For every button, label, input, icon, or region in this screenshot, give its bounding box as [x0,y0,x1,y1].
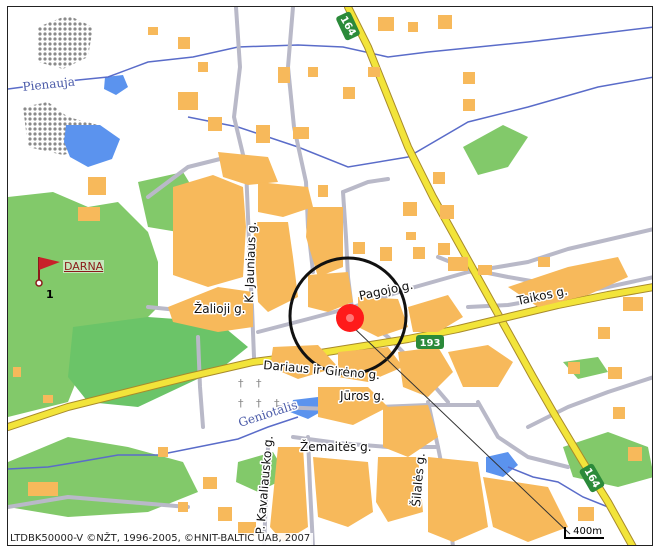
target-location-point[interactable] [336,304,364,332]
search-radius-circle [288,256,571,535]
svg-text:†: † [256,377,262,390]
street-label-juros: Jūros g. [339,389,385,403]
street-label-jauniaus: K. Jauniaus g. [242,221,259,303]
svg-text:193: 193 [420,338,441,349]
main-roads [8,7,652,545]
svg-text:†: † [238,377,244,390]
street-label-zalioji: Žalioji g. [194,301,246,316]
street-label-silales: Šilalės g. [408,452,428,507]
flag-icon[interactable] [35,257,60,287]
copyright-notice: LTDBK50000-V ©NŽT, 1996-2005, ©HNIT-BALT… [8,533,314,545]
svg-text:†: † [256,397,262,410]
road-number-164-north: 164 [336,11,360,41]
map-viewport[interactable]: †† †† † 164 193 164 Pienauja Geniotalis … [7,6,653,546]
poi-marker-number: 1 [46,288,54,301]
street-label-zemaites: Žemaitės g. [300,439,372,454]
scale-bar-label: 400m [571,526,604,537]
svg-text:†: † [238,397,244,410]
map-canvas[interactable]: †† †† † 164 193 164 Pienauja Geniotalis … [8,7,653,546]
buildings [13,15,643,542]
scale-bar [564,527,604,539]
road-number-164-south: 164 [579,463,605,493]
poi-marker-label[interactable]: DARNA [63,260,105,273]
svg-text:†: † [274,397,280,410]
church-cross-icon: † † † † † [238,377,280,410]
road-number-193: 193 [416,335,444,349]
